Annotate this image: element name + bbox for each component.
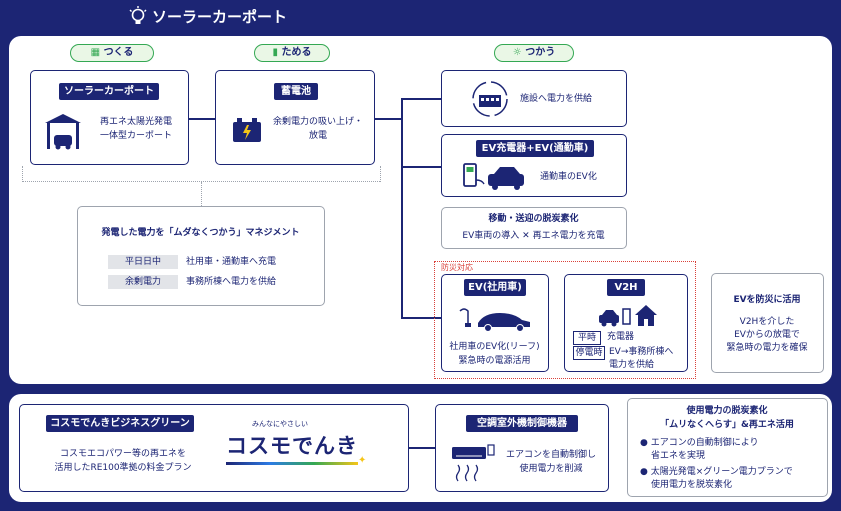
cosmo-desc-1: コスモエコパワー等の再エネを <box>59 449 186 459</box>
branch-facility <box>401 98 441 100</box>
cosmo-label: コスモでんきビジネスグリーン <box>46 415 194 432</box>
ev-charger-box: EV充電器+EV(通勤車) 通勤車のEV化 <box>441 134 627 197</box>
connector-solar-battery <box>189 118 215 120</box>
mobility-box: 移動・送迎の脱炭素化 EV車両の導入 ✕ 再エネ電力を充電 <box>441 207 627 249</box>
ev-charger-desc: 通勤車のEV化 <box>540 172 597 182</box>
facility-desc: 施設へ電力を供給 <box>520 94 593 104</box>
cosmo-desc-2: 活用したRE100準拠の料金プラン <box>54 463 192 473</box>
v2h-label: V2H <box>607 279 645 296</box>
cosmo-logo-small: みんなにやさしい <box>252 420 308 428</box>
battery-desc-2: 放電 <box>308 131 327 141</box>
v2h-outage-key: 停電時 <box>573 346 605 360</box>
v2h-outage-value-1: EV→事務所棟へ <box>609 347 674 357</box>
ev-disaster-title: EVを防災に活用 <box>733 295 801 305</box>
branch-disaster <box>401 317 441 319</box>
building-icon <box>470 79 510 119</box>
connector-cosmo-aircon <box>409 447 435 449</box>
sparkle-icon: ✦ <box>358 455 367 466</box>
management-row-2-value: 事務所棟へ電力を供給 <box>186 277 277 287</box>
ev-company-label: EV(社用車) <box>464 279 526 296</box>
aircon-box: 空調室外機制御機器 エアコンを自動制御し 使用電力を削減 <box>435 404 609 492</box>
facility-box: 施設へ電力を供給 <box>441 70 627 127</box>
bracket-bottom <box>22 181 380 182</box>
cosmo-logo: コスモでんき <box>226 434 358 458</box>
management-row-1-value: 社用車・通勤車へ充電 <box>186 257 277 267</box>
aircon-icon <box>448 443 498 485</box>
cosmo-logo-underline <box>226 462 358 465</box>
battery-box: 蓄電池 余剰電力の吸い上げ・ 放電 <box>215 70 375 165</box>
tag-use: ☼ つかう <box>494 44 574 62</box>
solar-panel-icon: ▦ <box>90 47 104 58</box>
tag-store: ▮ ためる <box>254 44 330 62</box>
trunk-line <box>401 98 403 318</box>
ev-company-desc-1: 社用車のEV化(リーフ) <box>449 342 540 352</box>
bracket-right <box>380 166 381 182</box>
ev-disaster-desc-1: V2Hを介した <box>739 317 795 327</box>
solar-desc-2: 一体型カーポート <box>99 131 172 141</box>
v2h-normal-value: 充電器 <box>607 332 635 342</box>
v2h-box: V2H 平時 充電器 停電時 EV→事務所棟へ 電力を供給 <box>564 274 688 372</box>
decarb-bullet-1b: 省エネを実現 <box>651 451 706 461</box>
decarb-box: 使用電力の脱炭素化 「ムリなくへらす」&再エネ活用 ● エアコンの自動制御により… <box>627 398 828 497</box>
cross-icon: ✕ <box>522 231 530 241</box>
v2h-icon <box>597 301 659 329</box>
management-row-1-key: 平日日中 <box>108 255 178 269</box>
ev-charger-label: EV充電器+EV(通勤車) <box>476 140 594 157</box>
ev-company-desc-2: 緊急時の電源活用 <box>458 356 531 366</box>
decarb-bullet-1a: ● エアコンの自動制御により <box>640 438 759 448</box>
lightbulb-icon <box>128 6 148 28</box>
ev-charging-icon <box>462 162 528 192</box>
decarb-title-2: 「ムリなくへらす」&再エネ活用 <box>660 420 794 430</box>
decarb-bullet-2a: ● 太陽光発電×グリーン電力プランで <box>640 467 793 477</box>
mobility-title: 移動・送迎の脱炭素化 <box>488 214 579 224</box>
management-row-2-key: 余剰電力 <box>108 275 178 289</box>
branch-ev-charger <box>401 166 441 168</box>
tag-make: ▦ つくる <box>70 44 154 62</box>
battery-desc-1: 余剰電力の吸い上げ・ <box>272 117 363 127</box>
ev-disaster-desc-3: 緊急時の電力を確保 <box>726 343 808 353</box>
disaster-label: 防災対応 <box>441 263 473 272</box>
connector-battery-trunk <box>375 118 402 120</box>
solar-desc-1: 再エネ太陽光発電 <box>99 117 172 127</box>
ev-company-box: EV(社用車) 社用車のEV化(リーフ) 緊急時の電源活用 <box>441 274 549 372</box>
bracket-left <box>22 166 23 182</box>
ev-car-icon <box>456 305 536 333</box>
v2h-outage-value-2: 電力を供給 <box>609 360 655 370</box>
bulb-icon: ☼ <box>512 47 526 58</box>
aircon-desc-2: 使用電力を削減 <box>519 464 583 474</box>
solar-carport-label: ソーラーカーポート <box>59 83 159 100</box>
decarb-bullet-2b: 使用電力を脱炭素化 <box>651 480 733 490</box>
decarb-title-1: 使用電力の脱炭素化 <box>686 406 768 416</box>
ev-disaster-box: EVを防災に活用 V2Hを介した EVからの放電で 緊急時の電力を確保 <box>711 273 824 373</box>
cosmo-box: コスモでんきビジネスグリーン コスモエコパワー等の再エネを 活用したRE100準… <box>19 404 409 492</box>
aircon-desc-1: エアコンを自動制御し <box>505 450 596 460</box>
mobility-detail: EV車両の導入 ✕ 再エネ電力を充電 <box>462 231 605 241</box>
management-box: 発電した電力を「ムダなくつかう」マネジメント 平日日中 社用車・通勤車へ充電 余… <box>77 206 325 306</box>
battery-label: 蓄電池 <box>274 83 318 100</box>
carport-icon <box>43 111 83 151</box>
v2h-normal-key: 平時 <box>573 331 601 345</box>
storage-battery-icon <box>230 115 264 145</box>
management-title: 発電した電力を「ムダなくつかう」マネジメント <box>101 228 300 238</box>
bracket-stem <box>201 182 202 206</box>
battery-icon: ▮ <box>272 47 282 58</box>
aircon-label: 空調室外機制御機器 <box>466 415 578 432</box>
ev-disaster-desc-2: EVからの放電で <box>734 330 800 340</box>
disaster-region <box>434 261 696 379</box>
page-title: ソーラーカーポート <box>152 8 288 26</box>
solar-carport-box: ソーラーカーポート 再エネ太陽光発電 一体型カーポート <box>30 70 189 165</box>
